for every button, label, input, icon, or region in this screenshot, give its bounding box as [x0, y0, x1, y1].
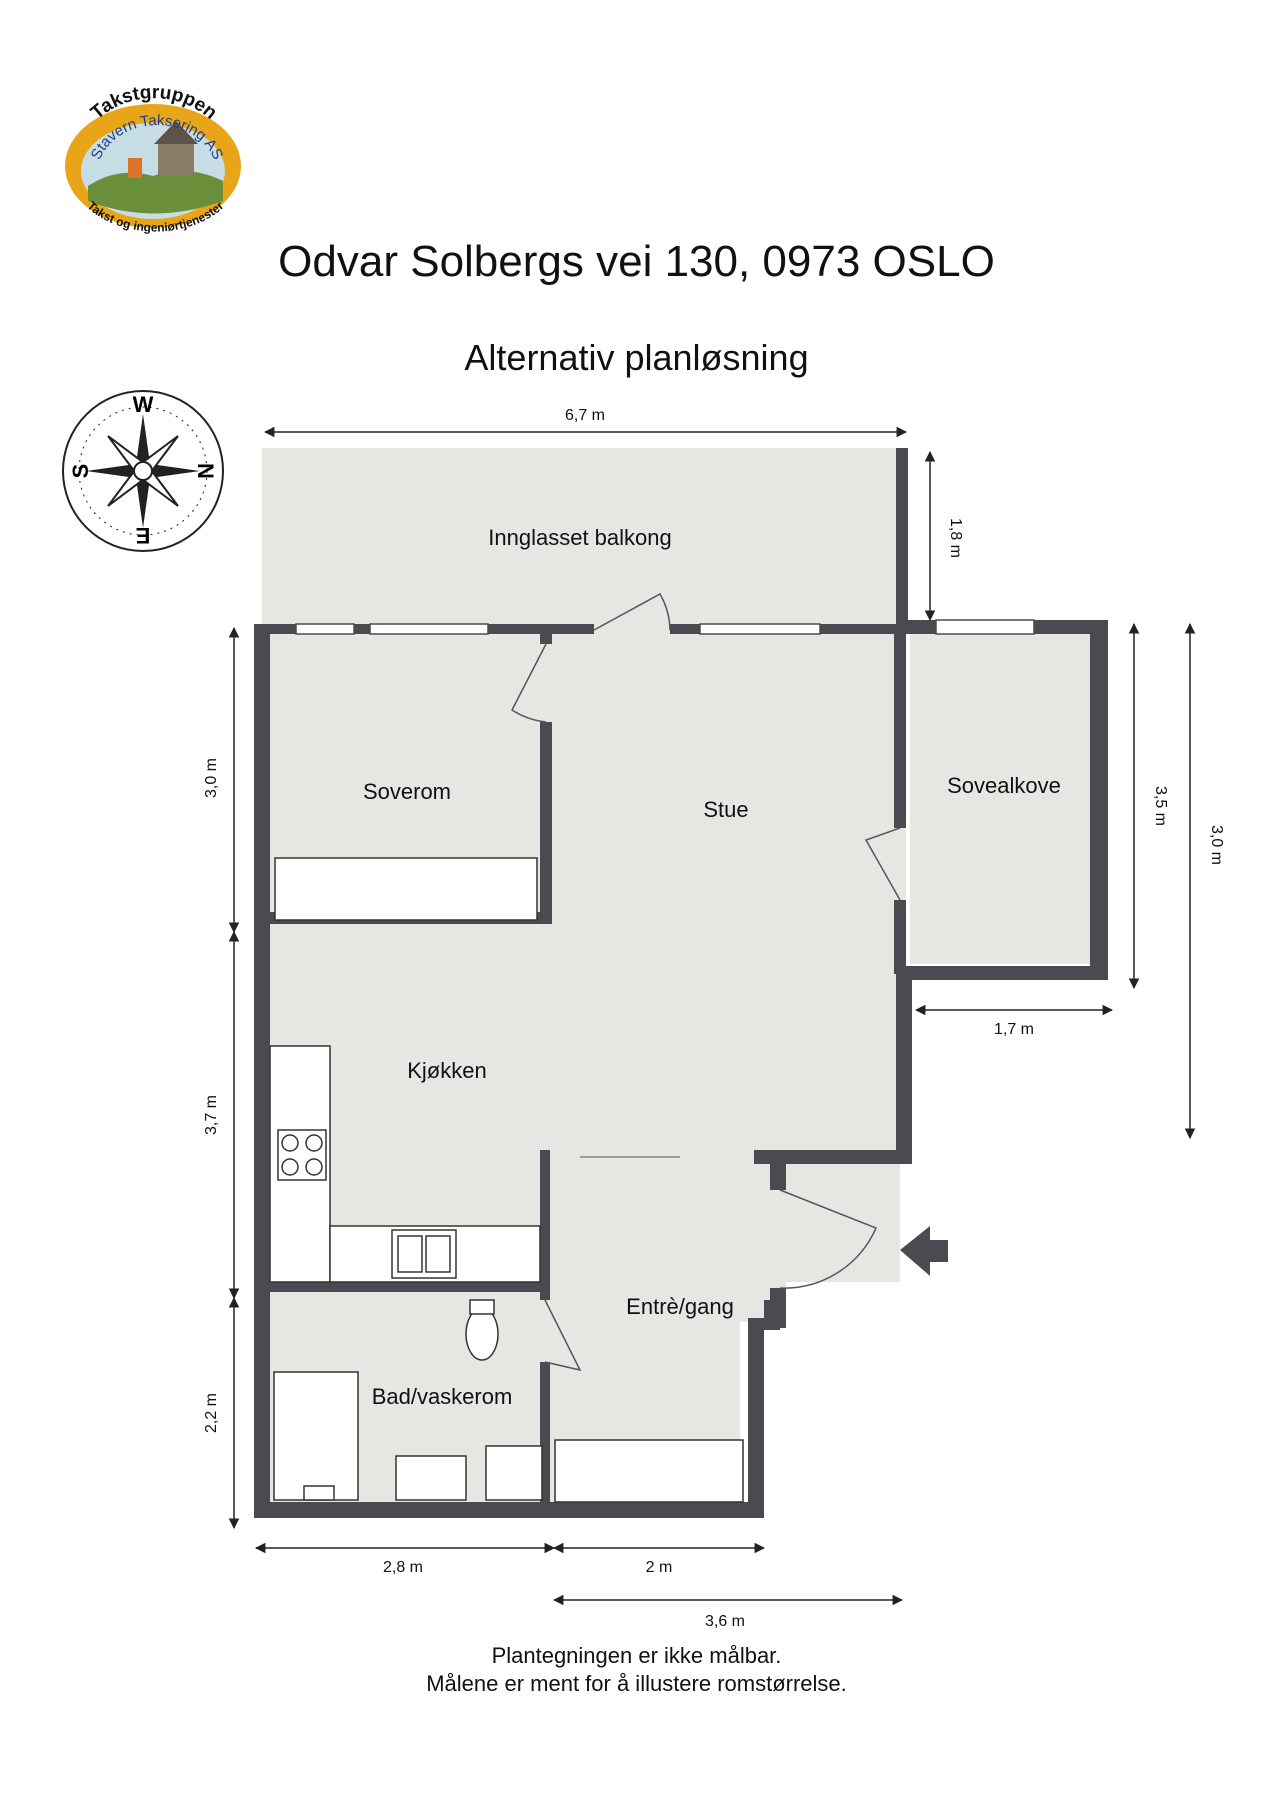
page-subtitle: Alternativ planløsning — [464, 337, 809, 378]
compass-left-label: S — [68, 464, 93, 479]
dim-left-middle: 3,7 m — [203, 1095, 220, 1135]
footer-line-2: Målene er ment for å illustere romstørre… — [426, 1671, 847, 1696]
dim-top-width: 6,7 m — [565, 407, 605, 424]
dim-bottom-total: 3,6 m — [705, 1613, 745, 1630]
dim-alcove-height: 3,5 m — [1152, 786, 1169, 826]
alcove-floor — [910, 634, 1090, 964]
fixtures — [269, 857, 744, 1503]
compass-top-label: W — [133, 392, 154, 417]
doors — [511, 592, 906, 1372]
compass-right-label: N — [193, 463, 218, 479]
dim-bottom-mid: 2 m — [646, 1559, 673, 1576]
dim-left-upper: 3,0 m — [203, 758, 220, 798]
dim-right-far: 3,0 m — [1208, 825, 1225, 865]
room-label-kitchen: Kjøkken — [407, 1058, 486, 1083]
windows — [295, 619, 1035, 635]
room-label-bedroom: Soverom — [363, 779, 451, 804]
footer-disclaimer: Plantegningen er ikke målbar. Målene er … — [0, 1642, 1273, 1698]
balcony-floor — [262, 448, 899, 624]
dim-balcony-depth: 1,8 m — [947, 518, 964, 558]
company-logo: Takstgruppen Stavern Taksering AS Takst … — [65, 82, 241, 235]
dimension-lines — [228, 426, 1196, 1606]
room-label-hall: Entrè/gang — [626, 1294, 734, 1319]
room-label-alcove: Sovealkove — [947, 773, 1061, 798]
page-title: Odvar Solbergs vei 130, 0973 OSLO — [278, 237, 995, 286]
compass-rose: W N E S — [62, 390, 224, 552]
dim-bottom-left: 2,8 m — [383, 1559, 423, 1576]
walls — [254, 448, 1108, 1518]
dim-alcove-width: 1,7 m — [994, 1021, 1034, 1038]
footer-line-1: Plantegningen er ikke målbar. — [491, 1643, 782, 1668]
entrance-arrow-icon — [900, 1226, 948, 1276]
room-label-living: Stue — [703, 797, 748, 822]
compass-bottom-label: E — [136, 523, 151, 548]
room-label-balcony: Innglasset balkong — [488, 525, 671, 550]
dim-left-lower: 2,2 m — [203, 1393, 220, 1433]
room-label-bath: Bad/vaskerom — [372, 1384, 513, 1409]
